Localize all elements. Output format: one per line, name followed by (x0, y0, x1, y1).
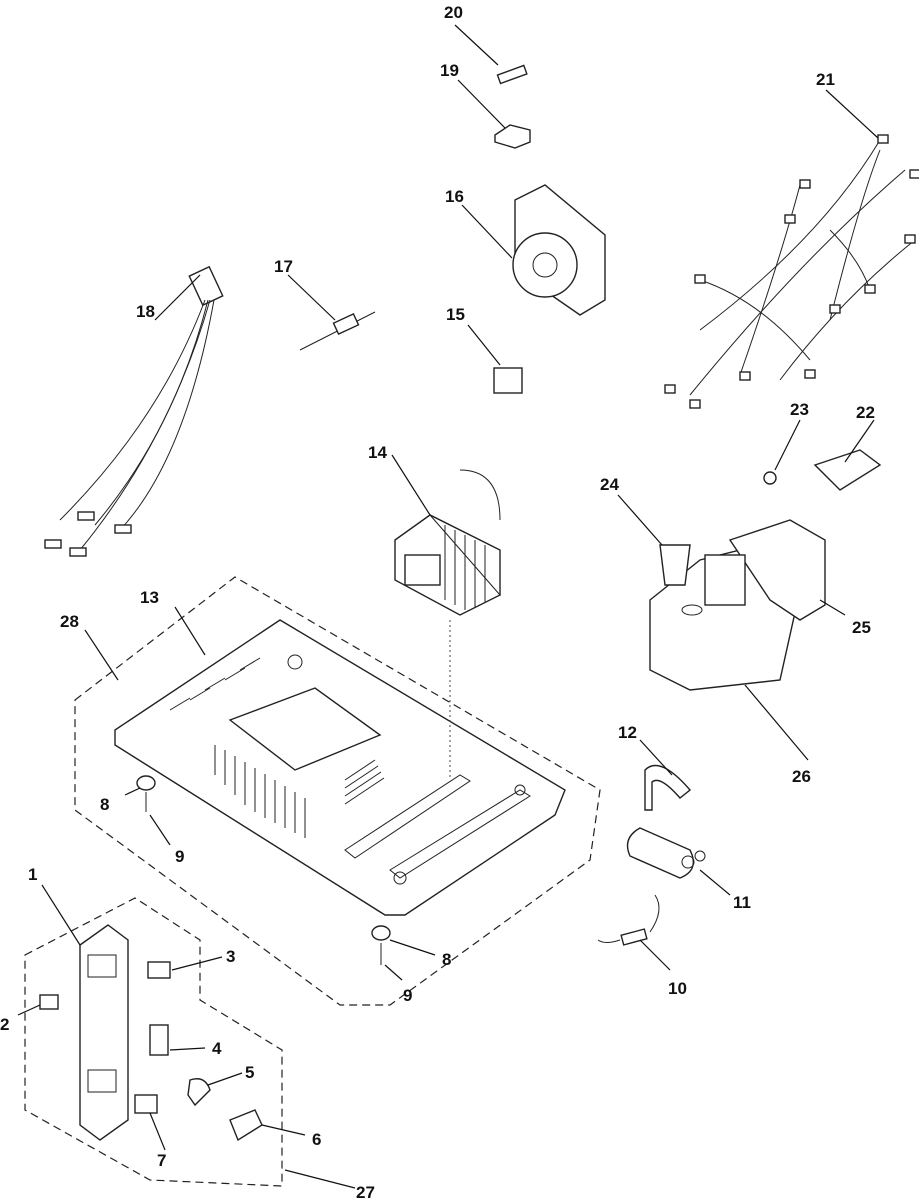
callout-10: 10 (668, 979, 687, 998)
callout-labels: 1 2 3 4 5 6 7 8 8 9 9 10 11 12 13 14 15 … (0, 3, 875, 1200)
magnetron-duct-part (649, 519, 826, 691)
callout-17: 17 (274, 257, 293, 276)
callout-3: 3 (226, 947, 235, 966)
callout-15: 15 (446, 305, 465, 324)
callout-18: 18 (136, 302, 155, 321)
callout-13: 13 (140, 588, 159, 607)
callout-11: 11 (733, 893, 751, 912)
bracket-plate-part (813, 449, 882, 491)
callout-25: 25 (852, 618, 871, 637)
base-plate-part (114, 619, 566, 916)
fuse-part (496, 64, 528, 85)
small-harness-part (299, 311, 376, 351)
callout-23: 23 (790, 400, 809, 419)
micro-switch-middle-part (149, 1024, 169, 1056)
callout-1: 1 (28, 865, 37, 884)
assembly-27-outline (24, 897, 283, 1187)
callout-12: 12 (618, 723, 637, 742)
small-pad-part (39, 994, 59, 1010)
capacitor-part (626, 827, 706, 879)
micro-switch-lower-part (134, 1094, 158, 1114)
callout-28: 28 (60, 612, 79, 631)
main-wire-harness-part (664, 134, 919, 409)
foot-part-lower (371, 925, 391, 965)
callout-26: 26 (792, 767, 811, 786)
small-block-part (493, 367, 523, 394)
callout-22: 22 (856, 403, 875, 422)
fuse-holder-part (494, 124, 531, 149)
capacitor-clamp-part (644, 764, 692, 811)
callout-9-lower: 9 (403, 986, 412, 1005)
callout-7: 7 (157, 1151, 166, 1170)
callout-8-lower: 8 (442, 950, 451, 969)
callout-2: 2 (0, 1015, 9, 1034)
latch-hook-part (229, 1109, 263, 1142)
micro-switch-upper-part (147, 961, 171, 979)
callout-8-upper: 8 (100, 795, 109, 814)
callout-16: 16 (445, 187, 464, 206)
transformer-part (394, 469, 501, 780)
cam-lever-part (187, 1078, 211, 1107)
callout-19: 19 (440, 61, 459, 80)
callout-4: 4 (212, 1039, 222, 1058)
callout-20: 20 (444, 3, 463, 22)
leader-lines (17, 24, 879, 1189)
callout-24: 24 (600, 475, 619, 494)
callout-5: 5 (245, 1063, 254, 1082)
thermostat-part (763, 471, 777, 485)
assembly-28-outline (74, 576, 601, 1006)
callout-6: 6 (312, 1130, 321, 1149)
callout-9-upper: 9 (175, 847, 184, 866)
latch-board-part (79, 924, 129, 1141)
callout-27: 27 (356, 1183, 375, 1200)
wire-harness-left-part (44, 265, 224, 557)
diode-part (597, 894, 660, 946)
callout-14: 14 (368, 443, 387, 462)
foot-part-upper (136, 775, 156, 812)
callout-21: 21 (816, 70, 835, 89)
fan-motor-part (512, 184, 606, 316)
